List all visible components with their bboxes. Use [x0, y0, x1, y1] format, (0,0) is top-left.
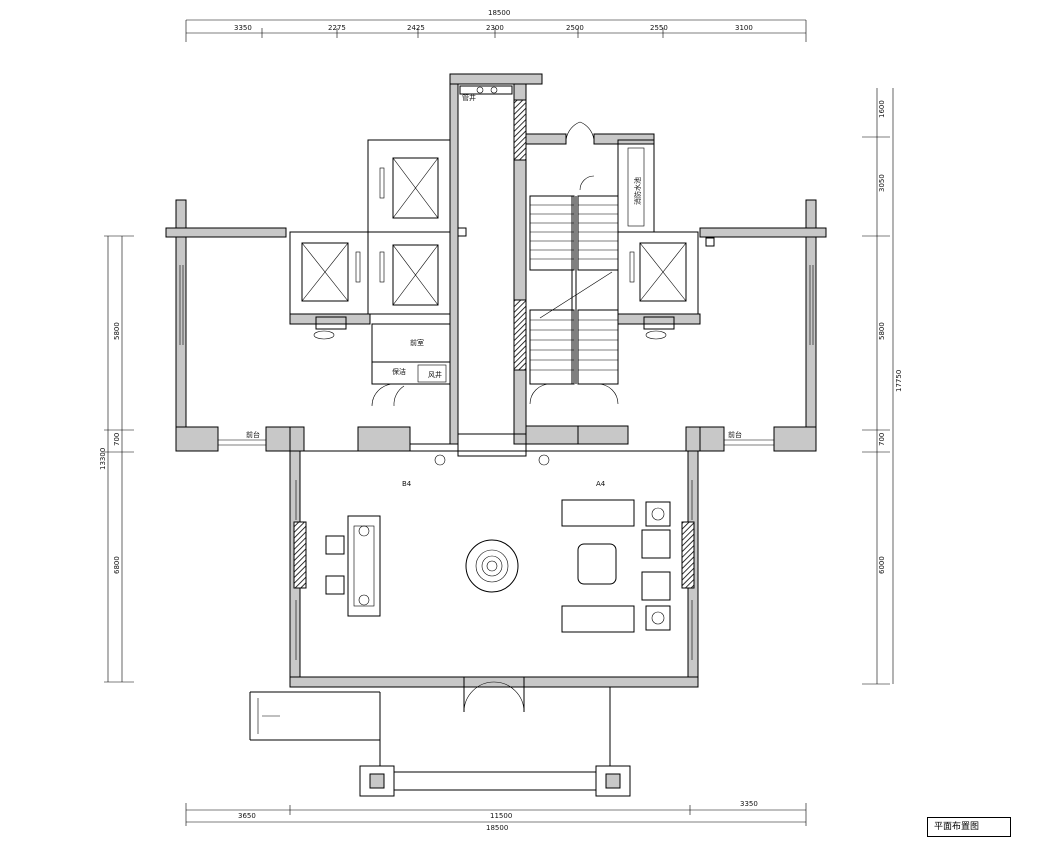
hall-left-mark: B4 [402, 480, 412, 488]
bottom-right-dim: 3350 [740, 800, 758, 808]
drawing-title: 平面布置图 [927, 817, 1011, 837]
left-total-dim: 13300 [99, 448, 107, 470]
left-dim-3: 6800 [113, 556, 121, 574]
left-corridor-mark: 前台 [246, 430, 260, 439]
right-dim-2: 3050 [878, 174, 886, 192]
bottom-total-dim: 18500 [486, 824, 508, 832]
left-wing: 前台 [165, 199, 291, 452]
room-c-label: 风井 [428, 370, 442, 379]
right-dim-4: 700 [878, 433, 886, 446]
right-dim-3: 5800 [878, 322, 886, 340]
top-dim-4: 2300 [486, 24, 504, 32]
elevator-core-left: 前室 保洁 风井 [289, 139, 453, 407]
room-b-label: 保洁 [392, 367, 406, 376]
top-dimension-chain: 18500 3350 2275 2425 2300 2500 2550 3100 [185, 9, 807, 42]
stair-core [525, 121, 655, 445]
top-total-dim: 18500 [488, 9, 510, 17]
storage-label: 消防水池 [633, 177, 642, 205]
right-dim-5: 6000 [878, 556, 886, 574]
top-dim-6: 2550 [650, 24, 668, 32]
top-dim-7: 3100 [735, 24, 753, 32]
room-a-label: 前室 [410, 338, 424, 347]
top-dim-2: 2275 [328, 24, 346, 32]
left-dimension-chain: 5800 700 6800 13300 [99, 235, 134, 683]
right-total-dim: 17750 [895, 370, 903, 392]
right-dim-1: 1600 [878, 100, 886, 118]
left-dim-1: 5800 [113, 322, 121, 340]
bottom-middle-dim: 11500 [490, 812, 512, 820]
bottom-left-dim: 3650 [238, 812, 256, 820]
service-shaft: 管井 [449, 73, 543, 457]
top-dim-1: 3350 [234, 24, 252, 32]
shaft-label: 管井 [462, 93, 476, 102]
hall-right-mark: A4 [596, 480, 606, 488]
top-dim-3: 2425 [407, 24, 425, 32]
bottom-dimension-chain: 3650 11500 3350 18500 [185, 800, 807, 832]
left-dim-2: 700 [113, 433, 121, 446]
right-corridor-mark: 前台 [728, 430, 742, 439]
right-wing: 前台 [699, 199, 827, 452]
elevator-core-right: 消防水池 [457, 139, 715, 340]
right-dimension-chain: 1600 3050 5800 700 6000 17750 [862, 88, 903, 685]
entrance-canopy [249, 687, 631, 797]
main-hall: B4 A4 [289, 426, 701, 713]
top-dim-5: 2500 [566, 24, 584, 32]
